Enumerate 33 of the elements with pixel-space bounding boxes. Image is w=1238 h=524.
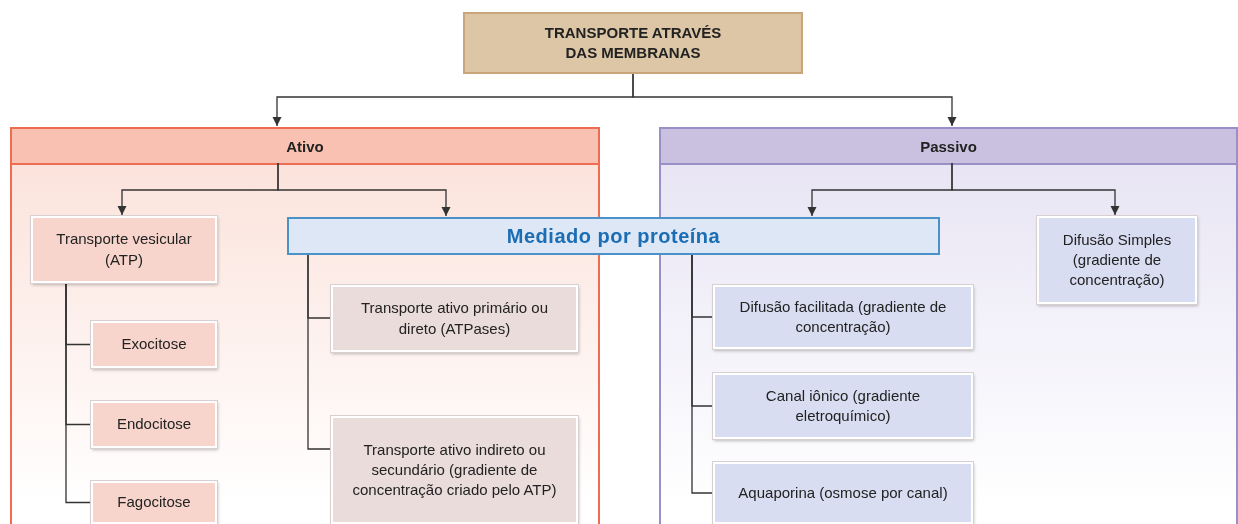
process-box bbox=[713, 462, 973, 524]
box-label: Canal iônico (gradiente eletroquímico) bbox=[764, 385, 922, 426]
box-label: Transporte ativo primário ou direto (ATPases) bbox=[360, 298, 549, 339]
process-box bbox=[331, 416, 578, 524]
process-box bbox=[91, 321, 217, 368]
process-box bbox=[713, 373, 973, 439]
panel-header: Passivo bbox=[661, 129, 1236, 165]
box-label: Transporte ativo indireto ou secundário (gradiente de concentração criado pelo ATP) bbox=[351, 439, 558, 501]
process-box bbox=[91, 481, 217, 524]
category-title: Mediado por proteína bbox=[506, 224, 721, 248]
title-box bbox=[463, 12, 803, 74]
process-box bbox=[31, 216, 217, 283]
process-box bbox=[331, 285, 578, 352]
connector-line bbox=[65, 282, 92, 504]
arrow bbox=[632, 73, 957, 127]
process-box bbox=[713, 285, 973, 349]
arrow bbox=[951, 162, 1120, 216]
box-label: Difusão facilitada (gradiente de concentração) bbox=[738, 296, 948, 337]
connector-line bbox=[307, 254, 332, 450]
box-label: Aquaporina (osmose por canal) bbox=[738, 482, 948, 503]
arrow bbox=[277, 162, 451, 217]
box-label: Transporte vesicular (ATP) bbox=[55, 229, 193, 270]
box-label: Difusão Simples (gradiente de concentração) bbox=[1061, 229, 1173, 291]
process-box bbox=[91, 401, 217, 448]
title-text: TRANSPORTE ATRAVÉS DAS MEMBRANAS bbox=[543, 22, 723, 63]
connector-line bbox=[691, 254, 714, 494]
panel-header: Ativo bbox=[12, 129, 598, 165]
category-box bbox=[287, 217, 940, 255]
process-box bbox=[1037, 216, 1197, 304]
box-label: Endocitose bbox=[116, 414, 192, 435]
box-label: Fagocitose bbox=[117, 492, 191, 513]
box-label: Exocitose bbox=[121, 334, 187, 355]
category-panel bbox=[10, 127, 600, 524]
